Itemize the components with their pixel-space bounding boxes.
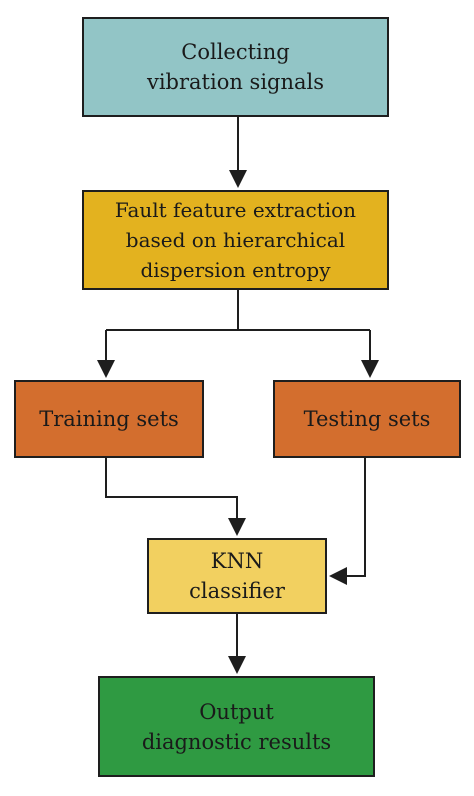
node-knn-line1: KNN xyxy=(210,549,264,573)
node-output-line2: diagnostic results xyxy=(141,729,332,754)
node-feature-extraction: Fault feature extraction based on hierar… xyxy=(82,190,389,290)
node-collect-signals: Collecting vibration signals xyxy=(82,17,389,117)
node-output-results: Output diagnostic results xyxy=(98,676,375,777)
node-output-line1: Output xyxy=(199,699,274,724)
arrowhead-output xyxy=(228,656,246,674)
arrowhead-knn-right xyxy=(329,567,347,585)
node-knn-line2: classifier xyxy=(189,579,285,603)
node-extract-line1: Fault feature extraction xyxy=(114,198,357,222)
arrowhead-test xyxy=(361,360,379,378)
arrowhead-knn-top xyxy=(228,518,246,536)
node-knn-classifier: KNN classifier xyxy=(147,538,327,614)
arrowhead-train xyxy=(97,360,115,378)
node-collect-line1: Collecting xyxy=(181,40,290,64)
node-testing-sets: Testing sets xyxy=(273,380,461,458)
node-test-label: Testing sets xyxy=(303,407,431,431)
edge-train-to-knn xyxy=(105,458,238,520)
node-extract-line3: dispersion entropy xyxy=(140,258,331,282)
node-collect-line2: vibration signals xyxy=(146,70,325,94)
node-training-sets: Training sets xyxy=(14,380,204,458)
edge-test-to-knn xyxy=(345,458,366,577)
node-extract-line2: based on hierarchical xyxy=(125,228,346,252)
arrowhead-extract xyxy=(229,170,247,188)
node-train-label: Training sets xyxy=(39,407,179,431)
